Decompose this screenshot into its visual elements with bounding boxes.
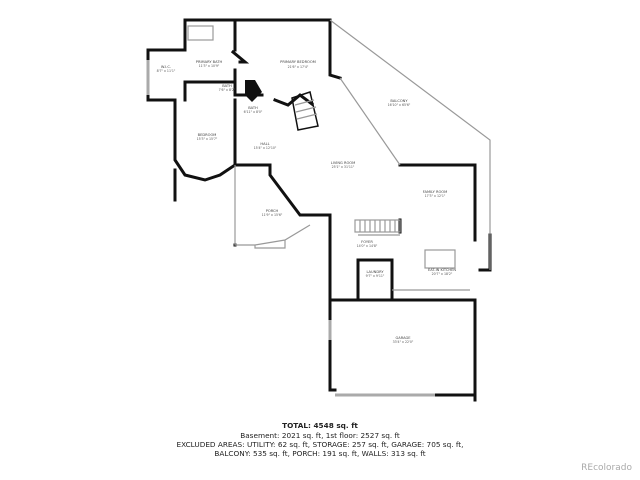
- foyer-dims: 14'0" x 14'8": [357, 244, 378, 248]
- living-room-label: LIVING ROOM: [331, 161, 355, 165]
- balcony-dims: 16'10" x 65'6": [388, 103, 411, 107]
- total-area: TOTAL: 4548 sq. ft: [282, 421, 358, 430]
- kitchen-dims: 20'7" x 18'2": [432, 272, 453, 276]
- chimney: [245, 80, 262, 102]
- bath-dims: 7'6" x 8'2": [219, 88, 236, 92]
- primary-bath-dims: 11'3" x 10'9": [199, 64, 220, 68]
- floor-plan: PRIMARY BEDROOM 21'6" x 17'4" PRIMARY BA…: [146, 18, 492, 402]
- laundry-label: LAUNDRY: [366, 270, 384, 274]
- porch-label: PORCH: [266, 209, 279, 213]
- room-labels: PRIMARY BEDROOM 21'6" x 17'4" PRIMARY BA…: [157, 60, 457, 344]
- hall-label: HALL: [260, 142, 269, 146]
- floor-areas: Basement: 2021 sq. ft, 1st floor: 2527 s…: [240, 431, 400, 440]
- stairs: [291, 91, 401, 233]
- wic-label: W.I.C.: [161, 65, 171, 69]
- watermark-logo: REcolorado: [581, 463, 632, 473]
- walls: [146, 18, 492, 402]
- family-room-dims: 17'3" x 12'1": [425, 194, 446, 198]
- laundry-dims: 9'7" x 9'11": [366, 274, 385, 278]
- balcony-label: BALCONY: [390, 99, 408, 103]
- garage-dims: 33'4" x 22'0": [393, 340, 414, 344]
- primary-bedroom-label: PRIMARY BEDROOM: [280, 60, 316, 64]
- foyer-label: FOYER: [361, 240, 373, 244]
- primary-bedroom-dims: 21'6" x 17'4": [288, 65, 309, 69]
- bedroom-dims: 15'3" x 15'7": [197, 137, 218, 141]
- family-room-label: FAMILY ROOM: [423, 190, 447, 194]
- bedroom-label: BEDROOM: [198, 133, 217, 137]
- bath-2-label: BATH: [248, 106, 258, 110]
- thin-lines: [146, 19, 491, 397]
- excluded-areas: EXCLUDED AREAS: UTILITY: 62 sq. ft, STOR…: [176, 440, 464, 449]
- excluded-areas-cont: BALCONY: 535 sq. ft, PORCH: 191 sq. ft, …: [214, 449, 426, 458]
- wic-dims: 8'7" x 11'1": [157, 69, 176, 73]
- bath-label: BATH: [222, 84, 232, 88]
- primary-bath-label: PRIMARY BATH: [196, 60, 223, 64]
- bath-2-dims: 6'11" x 8'0": [244, 110, 263, 114]
- porch-dims: 11'9" x 15'6": [262, 213, 283, 217]
- hall-dims: 15'4" x 12'10": [254, 146, 277, 150]
- living-room-dims: 25'1" x 31'11": [332, 165, 355, 169]
- kitchen-label: EAT-IN KITCHEN: [428, 268, 456, 272]
- garage-label: GARAGE: [395, 336, 411, 340]
